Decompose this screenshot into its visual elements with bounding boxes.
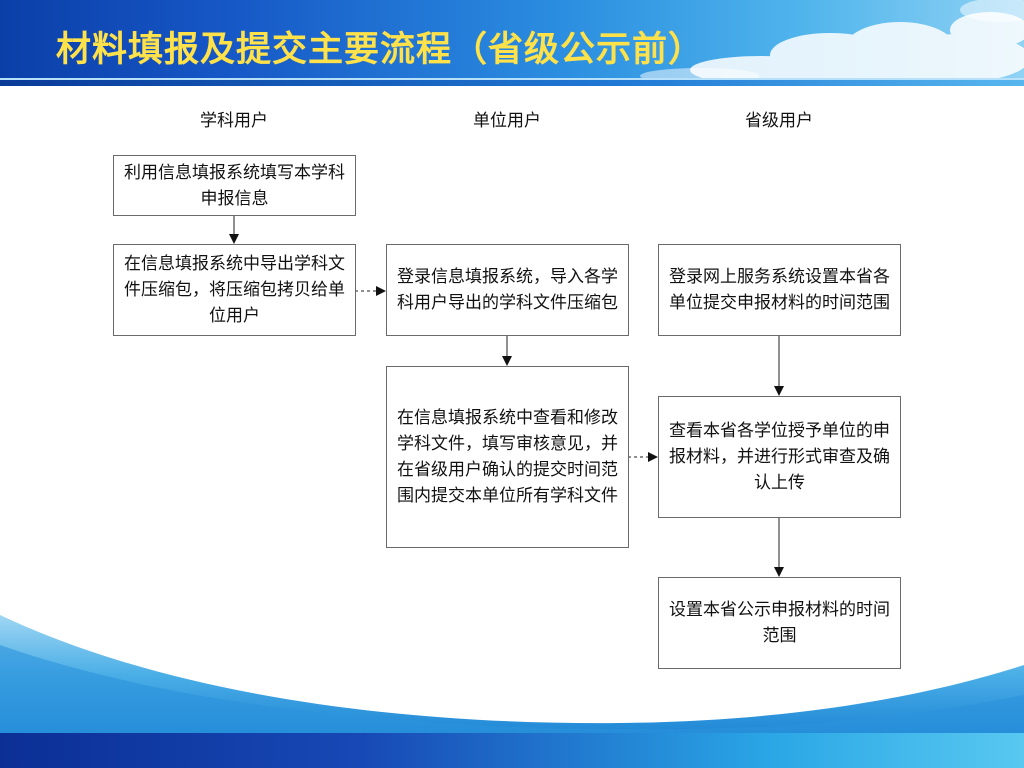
column-label-subject-user: 学科用户	[200, 111, 268, 131]
step-unit-review-submit: 在信息填报系统中查看和修改学科文件，填写审核意见，并在省级用户确认的提交时间范围…	[386, 366, 629, 548]
step-text: 在信息填报系统中导出学科文件压缩包，将压缩包拷贝给单位用户	[124, 254, 345, 326]
step-text: 登录网上服务系统设置本省各单位提交申报材料的时间范围	[669, 267, 890, 313]
column-label-unit-user: 单位用户	[473, 111, 541, 131]
page-title: 材料填报及提交主要流程（省级公示前）	[56, 29, 705, 70]
step-province-check-confirm: 查看本省各学位授予单位的申报材料，并进行形式审查及确认上传	[658, 396, 901, 518]
step-text: 登录信息填报系统，导入各学科用户导出的学科文件压缩包	[397, 267, 618, 313]
title-banner: 材料填报及提交主要流程（省级公示前）	[0, 0, 1024, 86]
step-subject-export-package: 在信息填报系统中导出学科文件压缩包，将压缩包拷贝给单位用户	[113, 244, 356, 336]
step-province-set-submit-time: 登录网上服务系统设置本省各单位提交申报材料的时间范围	[658, 244, 901, 336]
header-divider	[0, 78, 1024, 86]
step-unit-import-package: 登录信息填报系统，导入各学科用户导出的学科文件压缩包	[386, 244, 629, 336]
step-text: 利用信息填报系统填写本学科申报信息	[124, 162, 345, 209]
footer-bar	[0, 733, 1024, 768]
step-text: 查看本省各学位授予单位的申报材料，并进行形式审查及确认上传	[669, 421, 890, 493]
step-text: 设置本省公示申报材料的时间范围	[669, 600, 890, 646]
column-label-province-user: 省级用户	[745, 111, 813, 131]
footer-wave-decoration	[0, 615, 1024, 735]
step-province-set-publicity-time: 设置本省公示申报材料的时间范围	[658, 577, 901, 669]
step-text: 在信息填报系统中查看和修改学科文件，填写审核意见，并在省级用户确认的提交时间范围…	[397, 408, 618, 506]
step-subject-fill-info: 利用信息填报系统填写本学科申报信息	[113, 155, 356, 216]
